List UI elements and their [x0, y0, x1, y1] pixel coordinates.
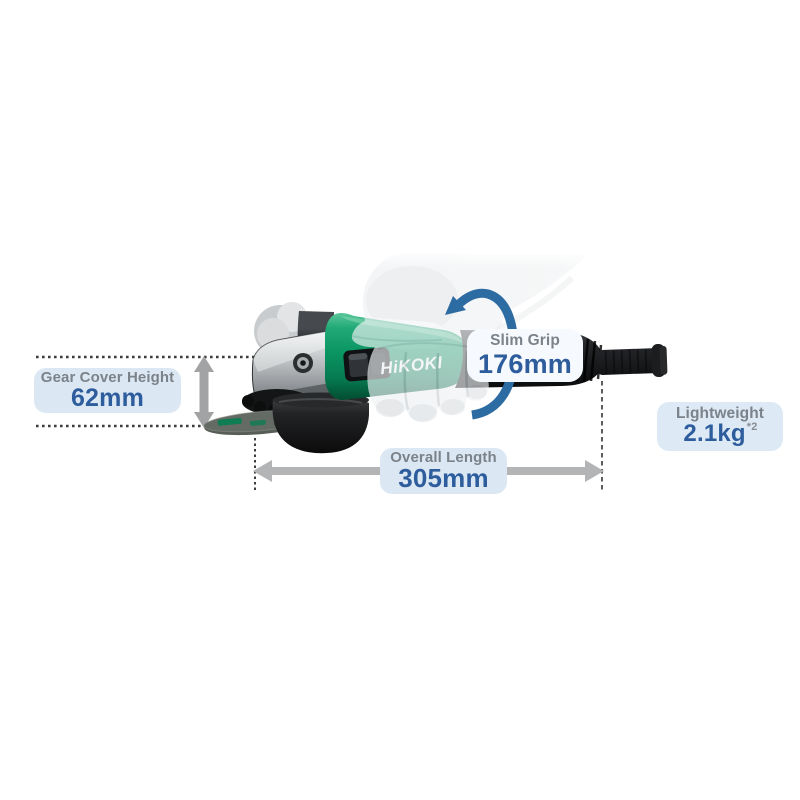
slim-grip-label: Slim Grip: [490, 332, 560, 350]
lightweight-badge: Lightweight 2.1kg*2: [657, 402, 783, 451]
overall-length-badge: Overall Length 305mm: [380, 448, 507, 494]
rotation-arrow-icon: [445, 288, 519, 420]
height-dimension-arrow: [194, 356, 214, 428]
finger-crease: [403, 351, 410, 411]
gear-cover-height-value: 62mm: [70, 384, 145, 413]
palm-shading: [366, 266, 458, 334]
glove-top-fade: [355, 250, 615, 268]
cord-protector: [596, 343, 668, 378]
glove-thumb: [351, 318, 446, 350]
wrist-shading: [494, 275, 575, 333]
overall-length-value: 305mm: [398, 463, 489, 494]
overall-length-label: Overall Length: [390, 448, 497, 466]
finger-crease: [465, 350, 470, 398]
wheel-guard: [272, 392, 369, 454]
finger-crease: [436, 352, 441, 407]
lightweight-weight: 2.1kg: [683, 420, 746, 448]
lightweight-label: Lightweight: [675, 404, 765, 422]
gear-height-dimension-lines: [36, 355, 258, 428]
slim-grip-value: 176mm: [477, 348, 573, 379]
gear-cover-height-badge: Gear Cover Height 62mm: [34, 368, 181, 413]
gear-cover-height-label: Gear Cover Height: [40, 368, 175, 386]
lightweight-value: 2.1kg*2: [683, 420, 758, 448]
lightweight-footnote: *2: [746, 421, 758, 434]
slim-grip-badge: Slim Grip 176mm: [467, 329, 583, 382]
